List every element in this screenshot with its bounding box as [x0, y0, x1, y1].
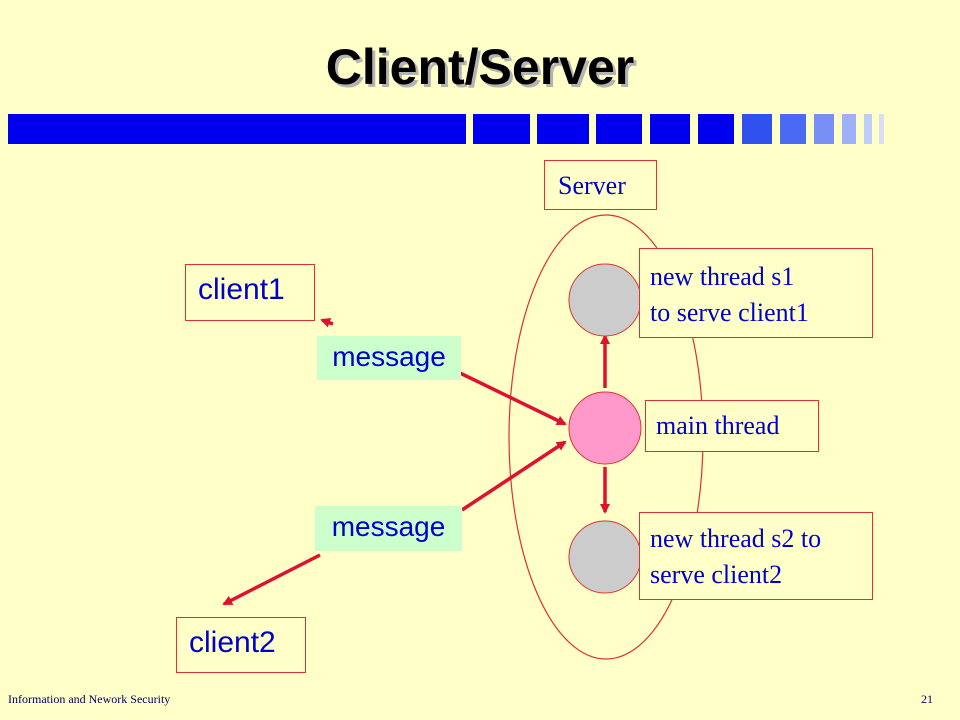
arrow-message1-to-main [459, 371, 567, 426]
thread-s1-label: new thread s1 to serve client1 [639, 248, 873, 338]
footer-course: Information and Nework Security [8, 692, 171, 706]
message1-label: message [317, 336, 461, 380]
arrow-message2-to-main [461, 440, 567, 512]
main-thread-node [568, 391, 642, 465]
slide-title: Client/Server [325, 39, 635, 95]
thread-s1-node [568, 263, 642, 337]
main-thread-label: main thread [645, 400, 819, 452]
client2-box: client2 [176, 617, 306, 673]
footer-page-number: 21 [921, 692, 933, 706]
client1-label: client1 [198, 273, 285, 306]
message2-label: message [315, 506, 462, 551]
thread-s2-node [568, 520, 642, 594]
client1-box: client1 [185, 264, 315, 321]
server-label: Server [544, 160, 657, 210]
arrow-message1-to-client1 [320, 318, 334, 328]
client2-label: client2 [189, 626, 276, 659]
arrow-message2-to-client2 [222, 553, 321, 606]
thread-s2-label: new thread s2 to serve client2 [639, 512, 873, 600]
